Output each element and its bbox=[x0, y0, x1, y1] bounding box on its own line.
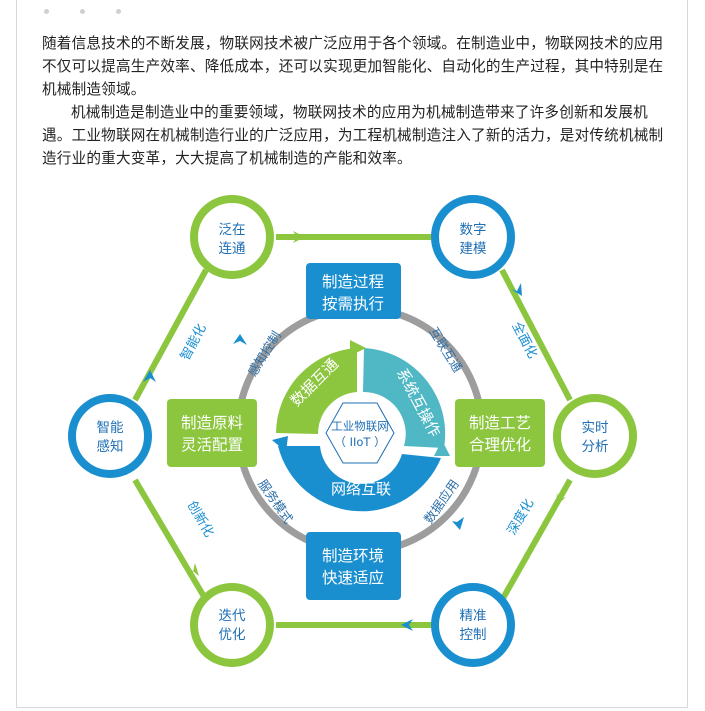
box-bottom-line1: 制造环境 bbox=[322, 546, 384, 565]
segment-arrow-icon bbox=[434, 440, 450, 456]
paragraph-1: 随着信息技术的不断发展，物联网技术被广泛应用于各个领域。在制造业中，物联网技术的… bbox=[42, 35, 664, 98]
node-right: 实时 分析 bbox=[553, 394, 637, 478]
node-left-line2: 感知 bbox=[97, 438, 124, 455]
arrow-up-icon bbox=[189, 563, 199, 576]
segment-arrow-icon bbox=[272, 436, 288, 452]
dot-icon bbox=[44, 9, 49, 14]
paragraph-2: 机械制造是制造业中的重要领域，物联网技术的应用为机械制造带来了许多创新和发展机遇… bbox=[42, 104, 664, 167]
arrow-down-icon bbox=[556, 492, 566, 506]
article-text: 随着信息技术的不断发展，物联网技术被广泛应用于各个领域。在制造业中，物联网技术的… bbox=[42, 32, 667, 170]
arrow-down-icon bbox=[511, 283, 522, 296]
node-top-right-line2: 建模 bbox=[460, 241, 487, 257]
node-left: 智能 感知 bbox=[68, 394, 152, 478]
box-right bbox=[455, 399, 545, 467]
box-right-line2: 合理优化 bbox=[469, 436, 531, 454]
segment-system-interop bbox=[363, 348, 446, 448]
box-top bbox=[306, 263, 401, 319]
node-bottom-right-line2: 控制 bbox=[460, 627, 487, 643]
node-bottom-right: 精准 控制 bbox=[431, 583, 515, 667]
arrow-left-icon bbox=[401, 619, 413, 631]
segment-label-blue: 网络互联 bbox=[331, 480, 391, 498]
box-top-line2: 按需执行 bbox=[322, 295, 384, 313]
edge-label-lower-right: 深度化 bbox=[504, 496, 537, 538]
node-top-right-line1: 数字 bbox=[460, 222, 487, 238]
node-top-right: 数字 建模 bbox=[431, 195, 515, 279]
node-top-left-line1: 泛在 bbox=[219, 222, 246, 238]
node-bottom-left: 迭代 优化 bbox=[190, 583, 274, 667]
ring-label-top-left: 感知控制 bbox=[245, 328, 284, 378]
box-right-line1: 制造工艺 bbox=[469, 414, 531, 432]
segment-network bbox=[278, 446, 441, 512]
node-bottom-left-line2: 优化 bbox=[219, 627, 246, 643]
box-bottom-line2: 快速适应 bbox=[322, 568, 384, 587]
node-right-line1: 实时 bbox=[582, 420, 609, 436]
box-bottom bbox=[306, 532, 401, 600]
arrow-up-icon bbox=[143, 370, 156, 382]
arrow-right-icon bbox=[293, 231, 305, 243]
box-left-line1: 制造原料 bbox=[181, 414, 243, 432]
edge-label-upper-left: 智能化 bbox=[178, 322, 210, 363]
box-left-line2: 灵活配置 bbox=[181, 436, 243, 454]
node-left-line1: 智能 bbox=[97, 420, 124, 436]
segment-arrow-icon bbox=[350, 340, 366, 356]
dot-icon bbox=[80, 9, 85, 14]
hexagon-arrows bbox=[143, 231, 566, 631]
ring-arrow-icon bbox=[452, 517, 464, 530]
center-sublabel: （ IIoT ） bbox=[334, 435, 385, 449]
content-frame bbox=[16, 0, 688, 708]
window-dots bbox=[44, 9, 152, 17]
center-label: 工业物联网 bbox=[331, 419, 389, 433]
node-bottom-right-line1: 精准 bbox=[460, 608, 487, 624]
box-top-line1: 制造过程 bbox=[322, 273, 384, 291]
node-top-left: 泛在 连通 bbox=[190, 195, 274, 279]
node-top-left-line2: 连通 bbox=[219, 241, 246, 257]
ring-arrow-icon bbox=[233, 334, 247, 345]
hexagon-edges bbox=[132, 234, 573, 628]
dot-icon bbox=[116, 9, 121, 14]
segment-data-exchange bbox=[276, 348, 357, 434]
center-hexagon bbox=[325, 402, 395, 464]
box-left bbox=[167, 399, 257, 467]
ring-label-top-right: 互联互通 bbox=[426, 324, 465, 375]
node-bottom-left-line1: 迭代 bbox=[219, 608, 246, 624]
node-right-line2: 分析 bbox=[582, 439, 609, 455]
edge-label-lower-left: 创新化 bbox=[184, 498, 217, 540]
